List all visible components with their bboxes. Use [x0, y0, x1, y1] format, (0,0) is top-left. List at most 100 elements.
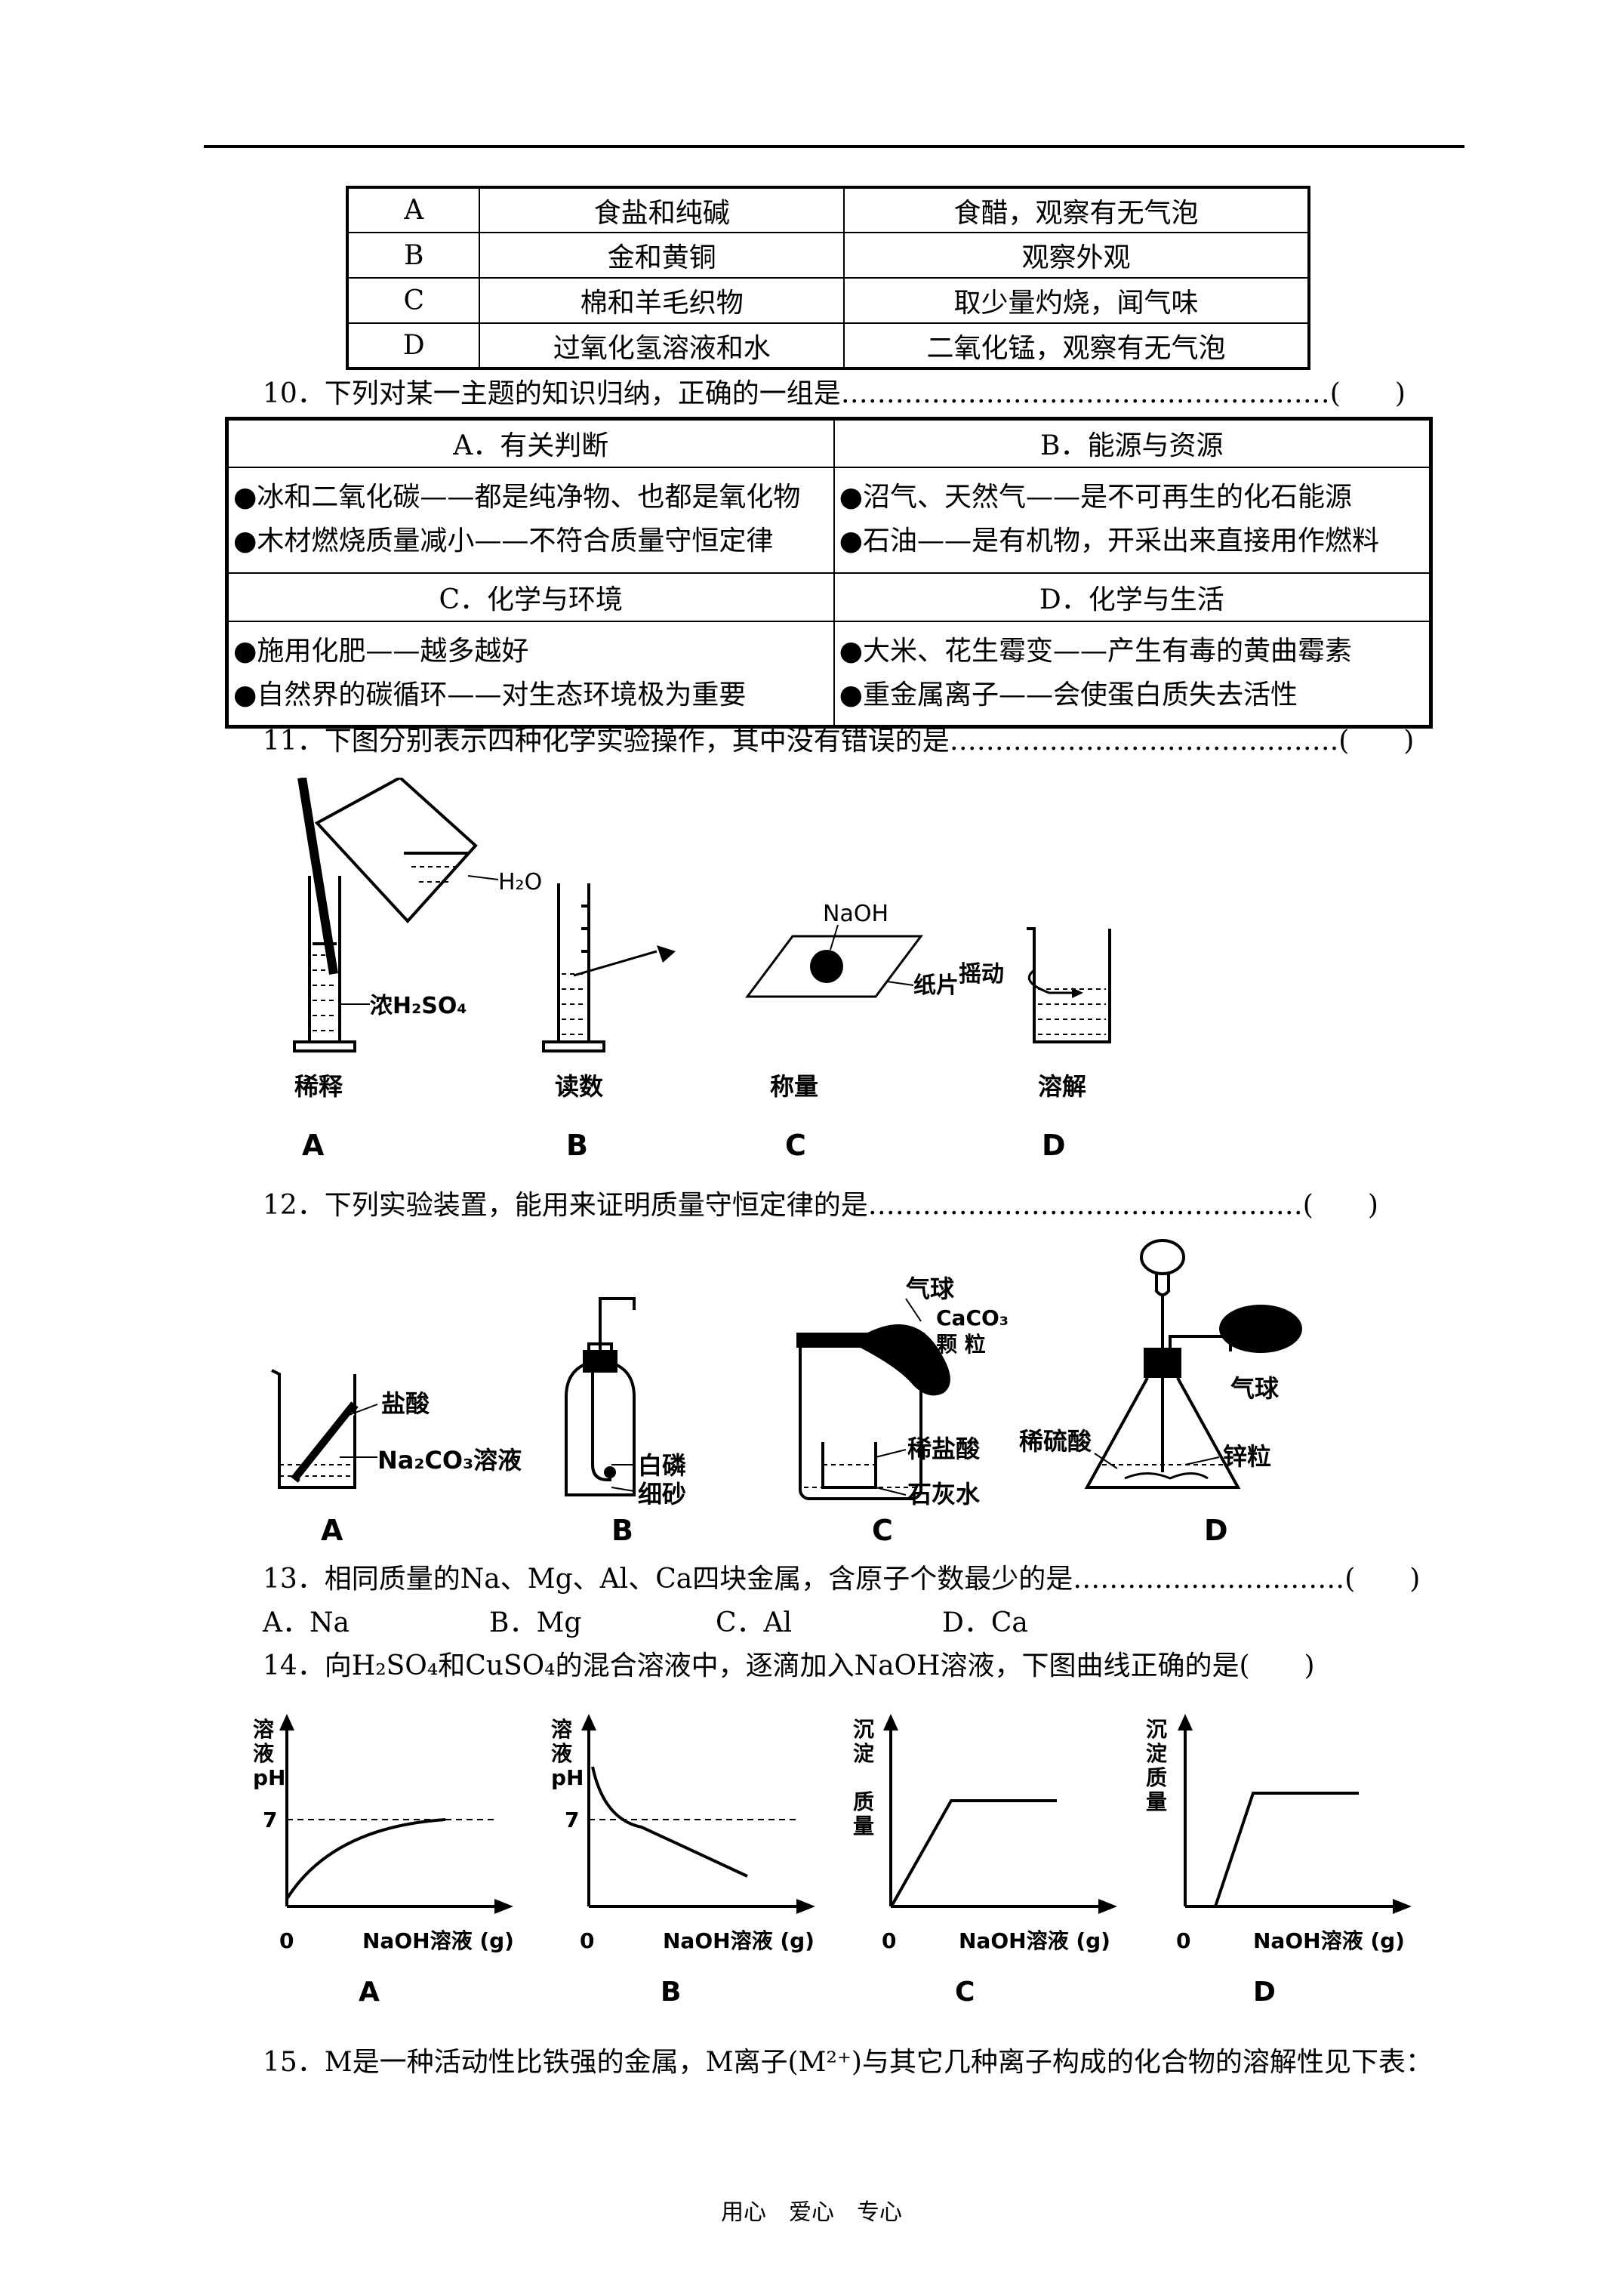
- paper-label: 纸片: [913, 972, 959, 999]
- q15-stem: 15．M是一种活动性比铁强的金属，M离子(M²⁺)与其它几种离子构成的化合物的溶…: [263, 2047, 1433, 2078]
- substance-pair: 金和黄铜: [479, 232, 845, 279]
- axis-label: 沉: [853, 1717, 874, 1742]
- letter-d: D: [1042, 1129, 1066, 1162]
- graph-letter: D: [1253, 1977, 1276, 2008]
- cell-c-body: ●施用化肥——越多越好 ●自然界的碳循环——对生态环境极为重要: [226, 620, 835, 728]
- b1-label: 白磷: [638, 1451, 686, 1480]
- axis-label: 沉: [1146, 1717, 1167, 1742]
- cylinder-apparatus: [542, 883, 605, 1052]
- axis-label: 量: [853, 1814, 874, 1838]
- option-letter: B: [346, 232, 481, 279]
- list-item: ●沼气、天然气——是不可再生的化石能源: [839, 481, 1352, 513]
- q12-figure: 盐酸 Na₂CO₃溶液 A 白磷 细砂 B 气球 CaCO₃ 颗 粒 稀盐酸 石…: [271, 1239, 1302, 1547]
- glass-rod: [297, 778, 338, 975]
- b2-label: 细砂: [638, 1480, 686, 1509]
- c3-label: 颗 粒: [936, 1332, 986, 1357]
- q11-figure: H₂O 浓H₂SO₄ 稀释 A 读数 B NaOH 纸片 称量 C 摇动 溶解 …: [293, 778, 1111, 1162]
- origin-label: 0: [279, 1928, 294, 1953]
- axis-label: pH: [551, 1765, 584, 1790]
- a1-label: 盐酸: [381, 1389, 430, 1418]
- q10-stem: 10．下列对某一主题的知识归纳，正确的一组是…………………………………………………: [263, 378, 1406, 409]
- origin-label: 0: [1176, 1928, 1190, 1953]
- letter-d: D: [1204, 1514, 1228, 1547]
- apparatus-a: 盐酸 Na₂CO₃溶液 A: [271, 1369, 522, 1547]
- table-row: C 棉和羊毛织物 取少量灼烧，闻气味: [346, 277, 1310, 324]
- apparatus-c: 气球 CaCO₃ 颗 粒 稀盐酸 石灰水 C: [796, 1274, 1009, 1547]
- c1-label: 气球: [906, 1274, 955, 1303]
- letter-c: C: [872, 1514, 893, 1547]
- graph-d: 沉 淀 质 量 0 NaOH溶液 (g) D: [1146, 1714, 1412, 2008]
- beaker: [1027, 927, 1111, 1043]
- page-footer: 用心 爱心 专心: [721, 2199, 902, 2226]
- list-item: ●自然界的碳循环——对生态环境极为重要: [233, 679, 747, 710]
- substance-pair: 过氧化氢溶液和水: [479, 322, 845, 369]
- axis-label: 液: [551, 1741, 572, 1766]
- c5-label: 石灰水: [907, 1480, 981, 1509]
- axis-label: 淀: [853, 1741, 875, 1766]
- method: 食醋，观察有无气泡: [842, 186, 1310, 233]
- letter-b: B: [566, 1129, 588, 1162]
- origin-label: 0: [882, 1928, 896, 1953]
- list-item: ●重金属离子——会使蛋白质失去活性: [839, 679, 1298, 710]
- axis-label: 溶: [551, 1717, 572, 1742]
- axis-label: 量: [1146, 1789, 1167, 1814]
- c4-label: 稀盐酸: [907, 1435, 981, 1463]
- header-rule: [204, 145, 1464, 148]
- q9-table: A 食盐和纯碱 食醋，观察有无气泡 B 金和黄铜 观察外观 C 棉和羊毛织物 取…: [346, 186, 1310, 370]
- q12-stem: 12．下列实验装置，能用来证明质量守恒定律的是…………………………………………(…: [263, 1190, 1378, 1221]
- x-axis-label: NaOH溶液 (g): [959, 1928, 1110, 1953]
- cell-c-head: C．化学与环境: [226, 572, 835, 622]
- paper-sheet: [745, 935, 923, 998]
- option-letter: D: [346, 322, 481, 369]
- axis-label: 质: [853, 1789, 874, 1814]
- q14-graphs: 溶 液 pH 7 0 NaOH溶液 (g) A 溶 液 pH 7 0 NaOH溶…: [253, 1714, 1412, 2008]
- list-item: ●施用化肥——越多越好: [233, 635, 529, 667]
- graph-letter: C: [955, 1977, 975, 2008]
- table-row: A 食盐和纯碱 食醋，观察有无气泡: [346, 186, 1310, 233]
- graph-b: 溶 液 pH 7 0 NaOH溶液 (g) B: [551, 1714, 815, 2008]
- x-axis-label: NaOH溶液 (g): [1253, 1928, 1405, 1953]
- axis-label: 淀: [1146, 1741, 1168, 1766]
- cell-d-head: D．化学与生活: [833, 572, 1432, 622]
- q10-table: A．有关判断 B．能源与资源 ●冰和二氧化碳——都是纯净物、也都是氧化物 ●木材…: [225, 417, 1433, 729]
- dilution-apparatus: [293, 778, 478, 1052]
- cell-a-head: A．有关判断: [226, 418, 835, 468]
- apparatus-b: 白磷 细砂 B: [565, 1297, 686, 1547]
- cell-d-body: ●大米、花生霉变——产生有毒的黄曲霉素 ●重金属离子——会使蛋白质失去活性: [833, 620, 1432, 728]
- option-letter: C: [346, 277, 481, 324]
- method: 二氧化锰，观察有无气泡: [842, 322, 1310, 369]
- q11-stem: 11．下图分别表示四种化学实验操作，其中没有错误的是………………………………………: [263, 726, 1415, 757]
- apparatus-d: 气球 稀硫酸 锌粒 D: [1019, 1239, 1302, 1547]
- axis-label: 质: [1146, 1765, 1167, 1790]
- eye-icon: [657, 945, 676, 963]
- letter-a: A: [321, 1514, 343, 1547]
- list-item: ●木材燃烧质量减小——不符合质量守恒定律: [233, 525, 774, 556]
- table-row: B 金和黄铜 观察外观: [346, 232, 1310, 279]
- cell-b-head: B．能源与资源: [833, 418, 1432, 468]
- substance-pair: 棉和羊毛织物: [479, 277, 845, 324]
- graph-letter: A: [359, 1977, 380, 2008]
- a2-label: Na₂CO₃溶液: [377, 1446, 522, 1475]
- caption-read: 读数: [555, 1072, 604, 1101]
- acid-label: 浓H₂SO₄: [370, 993, 467, 1019]
- list-item: ●大米、花生霉变——产生有毒的黄曲霉素: [839, 635, 1352, 667]
- caption-weigh: 称量: [770, 1072, 818, 1101]
- list-item: ●石油——是有机物，开采出来直接用作燃料: [839, 525, 1379, 556]
- tick-label: 7: [263, 1808, 277, 1832]
- q13-option-a: A．Na: [263, 1607, 350, 1638]
- q13-option-c: C．Al: [716, 1607, 793, 1638]
- naoh-pellet: [810, 950, 843, 983]
- option-letter: A: [346, 186, 481, 233]
- substance-pair: 食盐和纯碱: [479, 186, 845, 233]
- origin-label: 0: [580, 1928, 594, 1953]
- naoh-label: NaOH: [823, 901, 888, 927]
- table-row: D 过氧化氢溶液和水 二氧化锰，观察有无气泡: [346, 322, 1310, 369]
- graph-c: 沉 淀 质 量 0 NaOH溶液 (g) C: [853, 1714, 1117, 2008]
- caption-dissolve: 溶解: [1038, 1072, 1086, 1101]
- c2-label: CaCO₃: [936, 1305, 1009, 1330]
- liquid-dashes: [313, 866, 460, 1031]
- cell-b-body: ●沼气、天然气——是不可再生的化石能源 ●石油——是有机物，开采出来直接用作燃料: [833, 466, 1432, 574]
- axis-label: 溶: [253, 1717, 274, 1742]
- q13-stem: 13．相同质量的Na、Mg、Al、Ca四块金属，含原子个数最少的是……………………: [263, 1564, 1421, 1595]
- axis-label: pH: [253, 1765, 285, 1790]
